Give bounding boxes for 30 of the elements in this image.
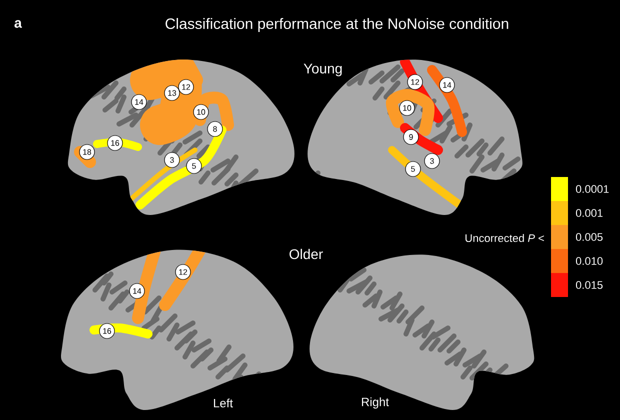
callout-number: 14 (131, 94, 147, 110)
panel-letter: a (14, 20, 22, 28)
legend-label: 0.015 (576, 281, 603, 289)
legend-label: 0.005 (576, 233, 603, 241)
callout-number: 18 (79, 144, 95, 160)
hemisphere-label: Left (214, 398, 233, 408)
callout-number: 16 (99, 323, 115, 339)
callout-number: 5 (186, 158, 202, 174)
title: Classification performance at the NoNoise condition (166, 18, 508, 32)
hemisphere-label: Right (362, 397, 389, 409)
group-label: Older (290, 248, 323, 260)
callout-number: 10 (193, 104, 209, 120)
group-label: Young (304, 64, 342, 76)
callout-number: 12 (178, 79, 194, 95)
callout-number: 12 (175, 264, 191, 280)
callout-number: 16 (107, 135, 123, 151)
callout-number: 3 (164, 152, 180, 168)
legend-label: 0.010 (576, 257, 603, 265)
callout-number: 13 (164, 85, 180, 101)
legend-title: Uncorrected P < (466, 234, 544, 242)
callout-number: 3 (424, 153, 440, 169)
callout-number: 5 (405, 161, 421, 177)
callout-number: 10 (399, 100, 415, 116)
legend-label: 0.0001 (576, 185, 609, 193)
callout-number: 8 (207, 121, 223, 137)
callout-number: 12 (407, 74, 423, 90)
callout-number: 14 (439, 77, 455, 93)
callout-number: 14 (129, 283, 145, 299)
legend-label: 0.001 (576, 209, 603, 217)
callout-number: 9 (403, 129, 419, 145)
